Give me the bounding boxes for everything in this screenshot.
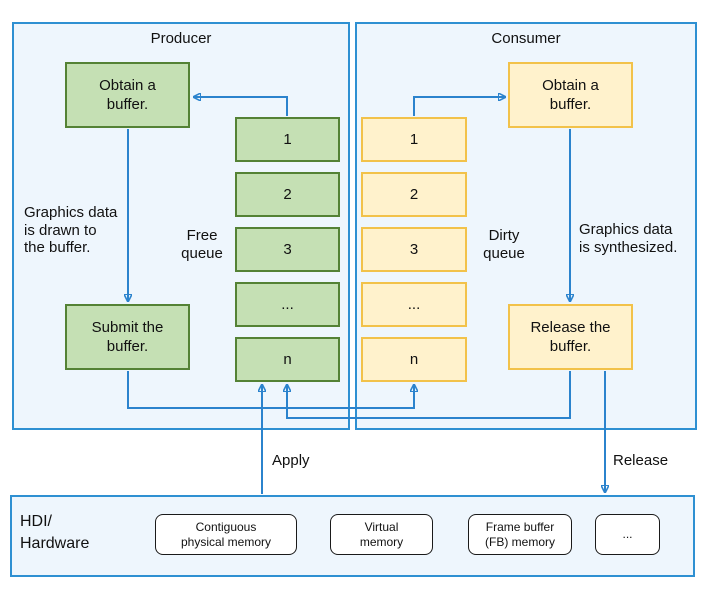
free-queue-item: 3 bbox=[235, 227, 340, 272]
apply-label: Apply bbox=[272, 452, 310, 469]
consumer-obtain-buffer-box: Obtain a buffer. bbox=[508, 62, 633, 128]
producer-title: Producer bbox=[150, 30, 212, 47]
consumer-title: Consumer bbox=[491, 30, 561, 47]
dirty-queue-item: 1 bbox=[361, 117, 467, 162]
free-queue-item: 2 bbox=[235, 172, 340, 217]
producer-obtain-buffer-box: Obtain a buffer. bbox=[65, 62, 190, 128]
free-queue-item: n bbox=[235, 337, 340, 382]
free-queue-item: ... bbox=[235, 282, 340, 327]
free-queue-label: Free queue bbox=[181, 227, 223, 262]
dirty-queue-item: ... bbox=[361, 282, 467, 327]
consumer-release-buffer-box: Release the buffer. bbox=[508, 304, 633, 370]
dirty-queue-item: 3 bbox=[361, 227, 467, 272]
release-label: Release bbox=[613, 452, 669, 469]
free-queue-item: 1 bbox=[235, 117, 340, 162]
producer-note: Graphics data is drawn to the buffer. bbox=[24, 204, 118, 256]
consumer-note: Graphics data is synthesized. bbox=[579, 221, 678, 256]
memory-type-box-framebuffer: Frame buffer (FB) memory bbox=[468, 514, 572, 555]
dirty-queue-item: 2 bbox=[361, 172, 467, 217]
hdi-hardware-label: HDI/ Hardware bbox=[20, 513, 90, 552]
memory-type-box-virtual: Virtual memory bbox=[330, 514, 433, 555]
producer-submit-buffer-box: Submit the buffer. bbox=[65, 304, 190, 370]
memory-type-box-contiguous: Contiguous physical memory bbox=[155, 514, 297, 555]
dirty-queue-item: n bbox=[361, 337, 467, 382]
dirty-queue-label: Dirty queue bbox=[483, 227, 525, 262]
memory-type-box-other: ... bbox=[595, 514, 660, 555]
